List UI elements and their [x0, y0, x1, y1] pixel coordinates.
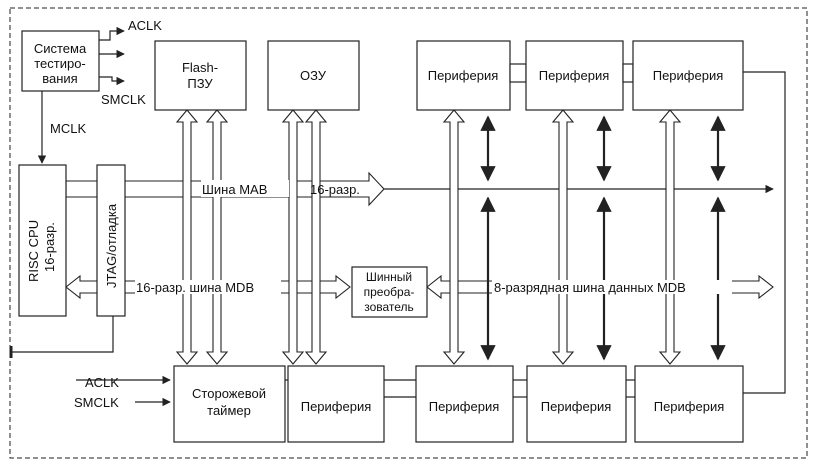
peripheral-bottom-1: [287, 365, 385, 443]
bus-converter-label-2: преобра-: [364, 285, 415, 299]
cpu-block: [18, 164, 67, 317]
smclk-output-arrow: [99, 76, 125, 86]
aclk-output-arrow: [99, 26, 125, 41]
vertical-bus-connectors: [175, 109, 682, 365]
peripheral-top-2: [525, 40, 624, 111]
peripheral-bottom-4: [634, 365, 744, 443]
cpu-label-1: RISC CPU: [26, 220, 41, 282]
watchdog-label-1: Сторожевой: [192, 386, 266, 401]
mab-name-label: Шина MAB: [202, 182, 267, 197]
mdb8-label-bg: [492, 280, 732, 294]
chip-boundary: [9, 7, 808, 459]
bus-converter-label-3: зователь: [364, 300, 414, 314]
flash-rom-block: [154, 40, 247, 111]
test-system-label-3: вания: [42, 71, 77, 86]
peripheral-bottom-2: [415, 365, 514, 443]
watchdog-block: [173, 365, 286, 443]
mab-width-label: 16-разр.: [310, 182, 360, 197]
test-system-block: [21, 30, 100, 92]
smclk-output-label: SMCLK: [101, 92, 146, 107]
bus-converter-label-1: Шинный: [366, 270, 412, 284]
peripheral-top-2-label: Периферия: [539, 68, 610, 83]
jtag-label: JTAG/отладка: [104, 203, 119, 288]
cpu-label-2: 16-разр.: [42, 222, 57, 272]
watchdog-label-2: таймер: [207, 403, 251, 418]
mdb16-label: 16-разр. шина MDB: [136, 280, 254, 295]
jtag-block: [96, 164, 126, 317]
mab-label-bg: [201, 180, 289, 197]
mdb16-label-bg: [135, 280, 281, 294]
mclk-label: MCLK: [50, 121, 86, 136]
jtag-line: [12, 316, 114, 353]
smclk-input-label: SMCLK: [74, 395, 119, 410]
flash-label-2: ПЗУ: [187, 76, 213, 91]
test-system-label-1: Система: [34, 41, 87, 56]
ram-label: ОЗУ: [300, 68, 327, 83]
mdb8-label: 8-разрядная шина данных MDB: [494, 280, 686, 295]
aclk-output-label: ACLK: [128, 18, 162, 33]
peripheral-top-1: [416, 40, 511, 111]
peripheral-top-link-2: [622, 63, 634, 83]
peripheral-right-link: [743, 71, 786, 394]
peripheral-top-link-1: [509, 63, 527, 83]
top-peripherals: Периферия Периферия Периферия: [416, 40, 744, 111]
peripheral-bottom-3-label: Периферия: [541, 399, 612, 414]
data-line-connectors: [480, 115, 726, 361]
peripheral-top-1-label: Периферия: [428, 68, 499, 83]
peripheral-bottom-1-label: Периферия: [301, 399, 372, 414]
aclk-input-text: ACLK: [85, 375, 119, 390]
peripheral-bottom-4-label: Периферия: [654, 399, 725, 414]
bus-converter-block: [351, 266, 428, 318]
flash-label-1: Flash-: [182, 60, 218, 75]
ram-block: [267, 40, 360, 111]
peripheral-top-3-label: Периферия: [653, 68, 724, 83]
peripheral-top-3: [632, 40, 744, 111]
peripheral-bottom-2-label: Периферия: [429, 399, 500, 414]
peripheral-bottom-3: [526, 365, 627, 443]
test-system-label-2: тестиро-: [34, 56, 86, 71]
